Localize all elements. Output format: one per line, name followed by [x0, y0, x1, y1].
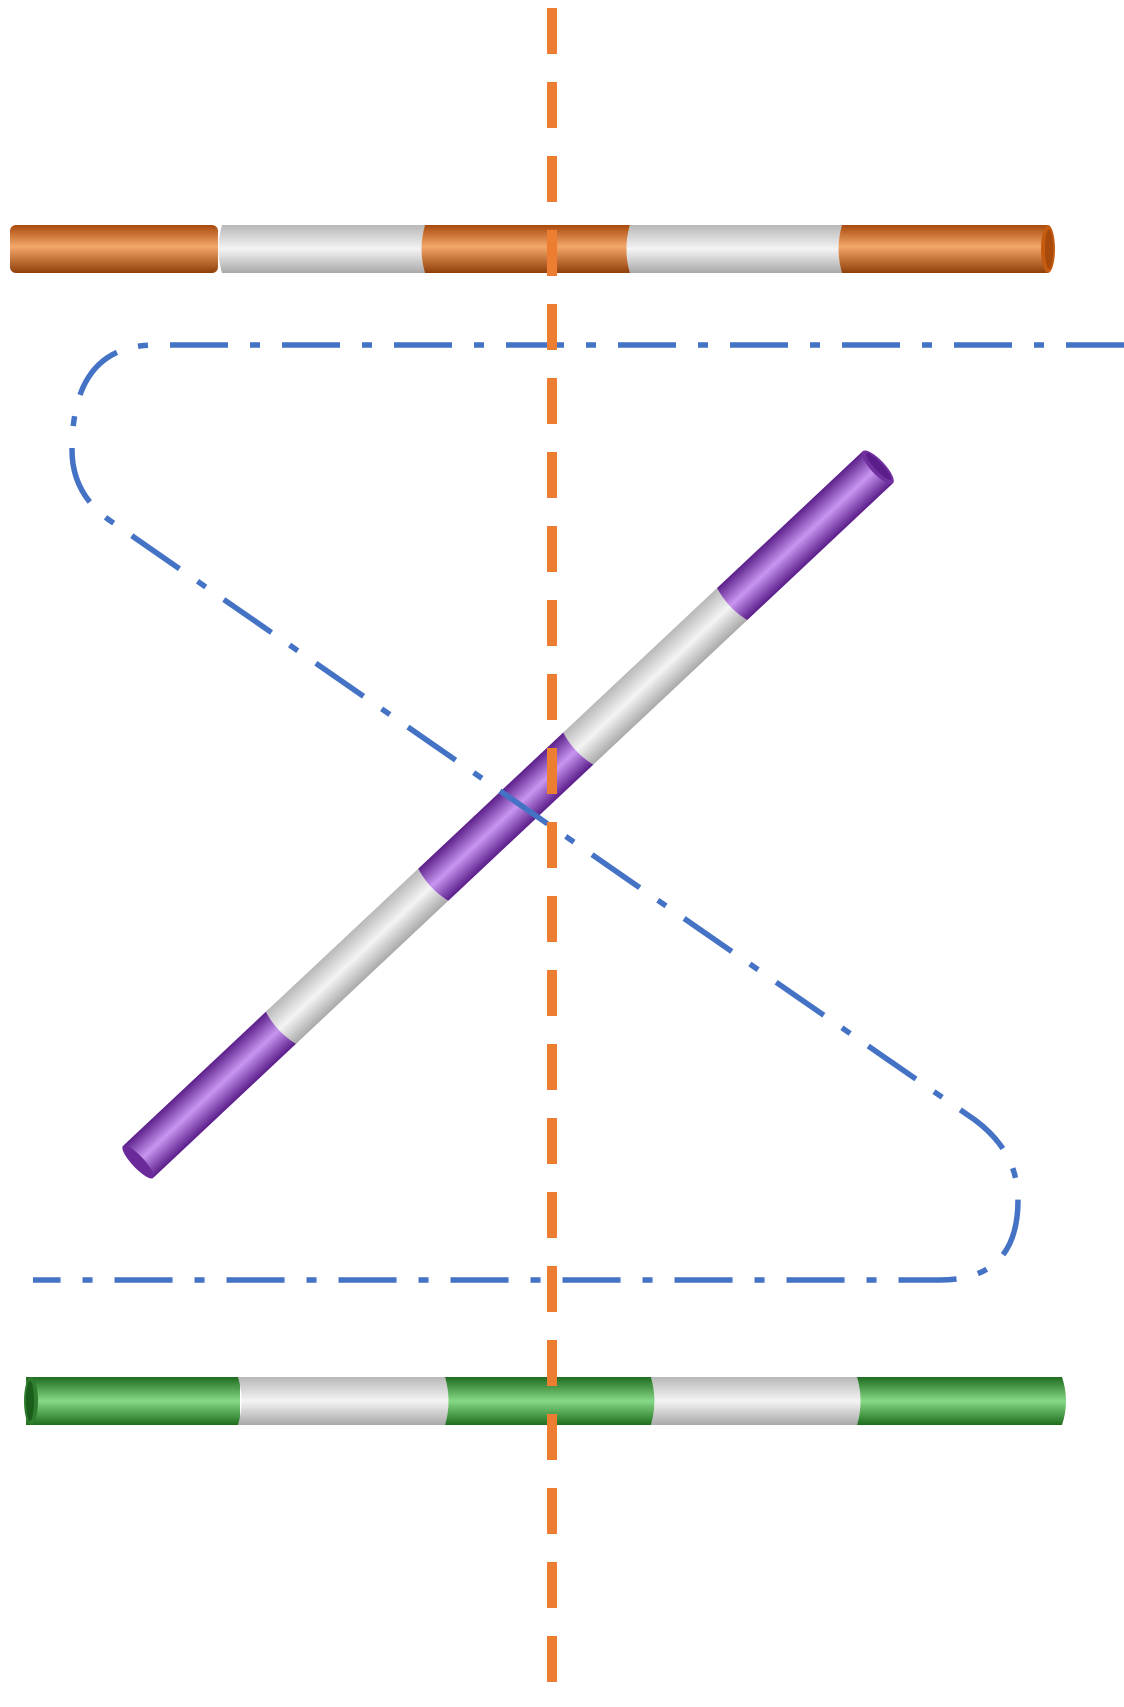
- motion-path: [33, 345, 1124, 1280]
- diagonal-rod-stripe: [264, 869, 449, 1046]
- bottom-rod-stripe: [238, 1377, 449, 1425]
- diagonal-rod: [119, 446, 898, 1182]
- top-rod-segment: [839, 225, 1049, 273]
- bottom-rod: [24, 1377, 1066, 1425]
- bottom-rod-end-cap-inner: [26, 1381, 34, 1421]
- top-rod-end-cap-inner: [1045, 229, 1053, 269]
- bottom-rod-stripe: [651, 1377, 861, 1425]
- diagonal-rod-stripe: [561, 588, 747, 767]
- bottom-rod-segment: [857, 1377, 1066, 1425]
- bottom-rod-segment: [26, 1377, 240, 1425]
- diagonal-rod-segment: [416, 732, 593, 902]
- top-rod: [10, 225, 1055, 273]
- diagonal-rod-segment: [123, 1009, 299, 1178]
- top-rod-stripe: [219, 225, 426, 273]
- top-rod-segment: [10, 225, 218, 273]
- top-rod-stripe: [627, 225, 843, 273]
- diagonal-rod-segment: [715, 451, 893, 622]
- top-rod-segment: [422, 225, 631, 273]
